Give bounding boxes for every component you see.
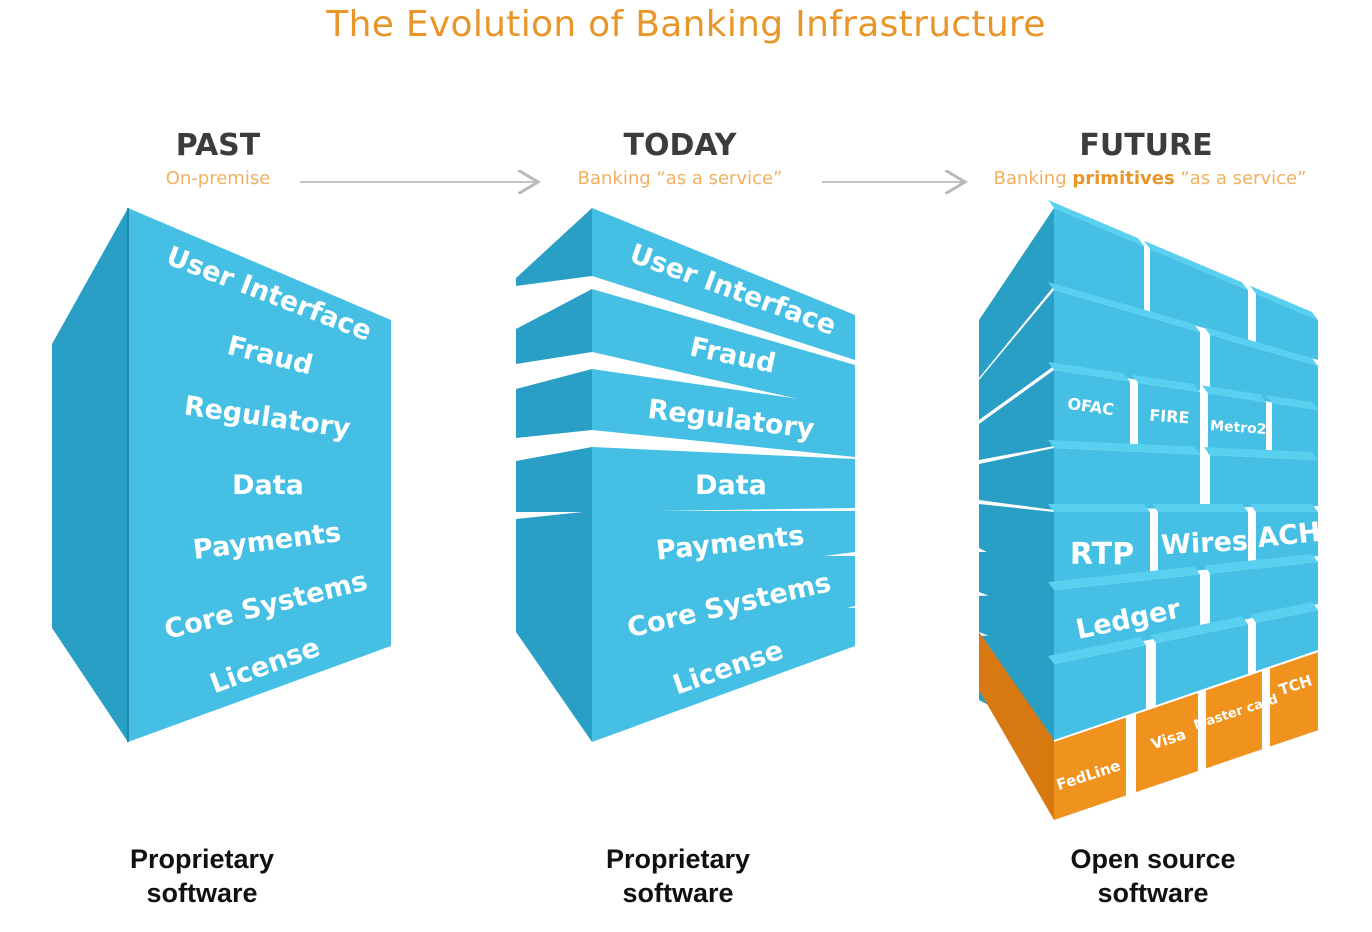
future-block: [1156, 624, 1248, 706]
rail-block: [1270, 652, 1318, 747]
today-slab-side: [516, 572, 592, 742]
future-block-top: [1132, 374, 1200, 393]
future-block-label: FIRE: [1149, 406, 1190, 428]
future-block-label: RTP: [1070, 537, 1134, 572]
future-block-top: [1250, 602, 1318, 623]
future-block: [1210, 562, 1318, 627]
subtitle-bold: primitives: [1072, 168, 1175, 189]
era-today-subtitle: Banking “as a service”: [577, 168, 783, 189]
era-future-heading: FUTURE: [1079, 128, 1213, 163]
future-side-face: [979, 290, 1054, 420]
future-block: [1054, 574, 1200, 660]
today-slab-side: [516, 369, 592, 438]
future-block-label: ACH: [1256, 517, 1322, 554]
today-slab-side: [516, 289, 592, 364]
today-slab-front: [592, 208, 855, 360]
future-side-face: [979, 370, 1054, 460]
past-monolith: [52, 208, 391, 742]
today-slab-side: [516, 208, 592, 286]
future-block-top: [1266, 395, 1318, 410]
rail-block: [1136, 693, 1198, 793]
future-block: [1256, 610, 1318, 672]
future-block-top: [1204, 326, 1318, 366]
future-block: [1054, 448, 1200, 510]
future-block-top: [1202, 385, 1266, 403]
future-block-top: [1048, 504, 1150, 512]
future-block: [1054, 208, 1144, 312]
past-layer-label: Data: [232, 470, 304, 501]
future-block-top: [1048, 282, 1200, 333]
future-block-top: [1048, 440, 1200, 455]
today-stack: [516, 208, 855, 742]
future-block: [1054, 645, 1146, 740]
future-block: [1138, 382, 1200, 454]
future-block-top: [1048, 362, 1130, 382]
future-block-top: [1048, 637, 1146, 664]
future-block: [1054, 370, 1130, 451]
today-slab-side: [516, 447, 592, 512]
future-block-top: [1250, 285, 1318, 320]
today-slab-front: [592, 369, 855, 457]
future-block-top: [1048, 566, 1200, 590]
rail-block: [1206, 671, 1262, 769]
future-block: [1054, 512, 1150, 588]
future-side-face: [979, 208, 1054, 378]
page-title: The Evolution of Banking Infrastructure: [326, 4, 1046, 45]
future-block-label: Wires: [1160, 526, 1248, 561]
future-block: [1256, 512, 1318, 564]
future-block: [1210, 455, 1318, 508]
future-side-face: [979, 448, 1054, 510]
future-block-top: [1144, 240, 1248, 291]
future-block-top: [1048, 200, 1144, 247]
era-past-subtitle: On-premise: [165, 168, 271, 189]
past-side-face: [52, 208, 128, 742]
future-block: [1158, 512, 1248, 576]
future-grid: [979, 200, 1318, 820]
future-block: [1272, 403, 1318, 460]
era-future-subtitle: Banking primitives “as a service”: [993, 168, 1307, 189]
today-layer-label: Data: [695, 470, 767, 501]
today-slab-front: [592, 592, 855, 742]
era-today-heading: TODAY: [623, 128, 737, 163]
future-block: [1256, 293, 1318, 360]
future-block-top: [1250, 504, 1318, 512]
future-block: [1150, 248, 1248, 341]
future-block-top: [1152, 504, 1248, 512]
future-block-top: [1204, 447, 1318, 460]
future-block-label: Metro2: [1210, 418, 1267, 438]
era-past-heading: PAST: [175, 128, 261, 163]
past-front-face: [128, 208, 391, 742]
future-block-top: [1150, 616, 1248, 644]
future-block-top: [1204, 554, 1318, 574]
rail-block: [1054, 717, 1126, 820]
future-block: [1208, 393, 1266, 458]
today-slab-front: [592, 289, 855, 412]
rail-side-face: [979, 632, 1054, 820]
today-slab-front: [592, 447, 855, 512]
future-block: [1054, 290, 1200, 391]
